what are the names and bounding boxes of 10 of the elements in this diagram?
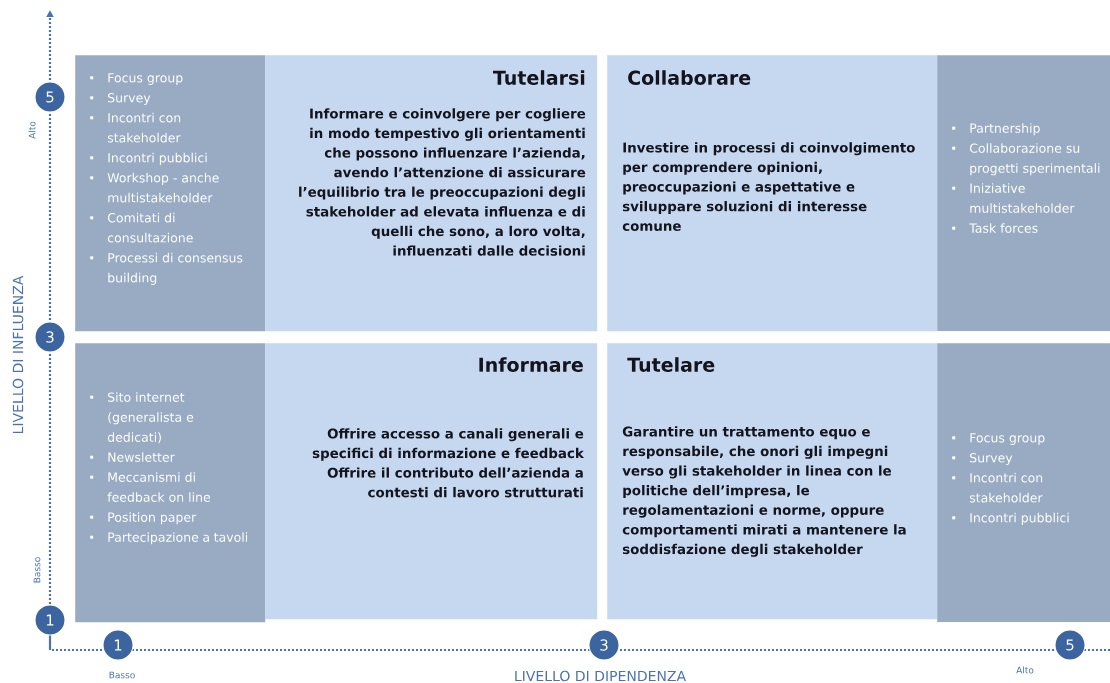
axis-end-label: Alto — [1016, 666, 1034, 674]
list-panel: Focus group Survey Incontri con stakeholder Incontri pubblici — [937, 343, 1110, 623]
list-panel: Focus group Survey Incontri con stakeholder Incontri pubblici Workshop - anche multistakeholder Comitati di consultazione Processi di consensus building — [75, 55, 266, 332]
quadrant-box: Tutelare Garantire un trattamento equo e responsabile, che onori gli impegni verso gli stakeholder in linea con le politiche dell’impresa, le regolamentazioni e norme, oppure comportamenti mirati a mantenere la soddisfazione degli stakeholder — [607, 343, 938, 620]
axis-end-label: Basso — [33, 557, 41, 583]
list-panel: Sito internet (generalista e dedicati) Newsletter Meccanismi di feedback on line Position paper Partecipazione a tavoli — [75, 343, 266, 623]
quadrant-box: Tutelarsi Informare e coinvolgere per cogliere in modo tempestivo gli orientamenti che possono influenzare l’azienda, avendo l’attenzione di assicurare l’equilibrio tra le preoccupazioni degli stakeholder ad elevata influenza e di quelli che sono, a loro volta, influenzati dalle decisioni — [265, 55, 598, 332]
quadrant-box: Collaborare Investire in processi di coinvolgimento per comprendere opinioni, preoccupazioni e aspettative e sviluppare soluzioni di interesse comune — [607, 55, 938, 332]
quadrant-box: Informare Offrire accesso a canali generali e specifici di informazione e feedback Offrire il contributo dell’azienda a contesti di lavoro strutturati — [265, 343, 598, 620]
list-panel: Partnership Collaborazione su progetti sperimentali Iniziative multistakeholder Task forces — [937, 55, 1110, 332]
